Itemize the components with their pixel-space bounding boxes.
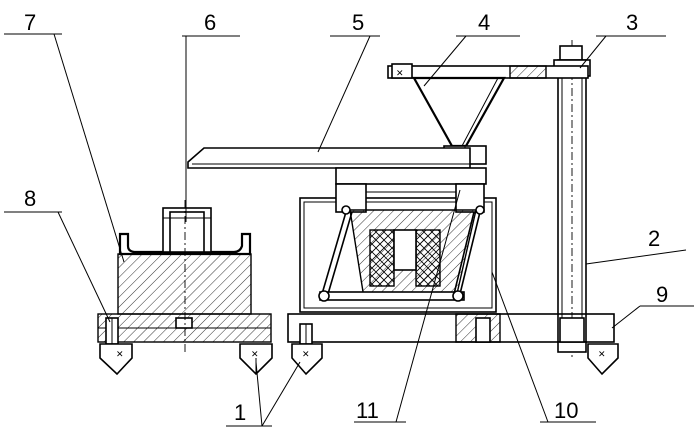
- label-5: 5: [352, 10, 364, 35]
- svg-text:✕: ✕: [302, 350, 310, 360]
- label-7: 7: [24, 10, 36, 35]
- right-base: ✕ ✕: [287, 313, 619, 376]
- column-assembly: [553, 40, 591, 360]
- mould-tray: [118, 232, 252, 256]
- svg-text:✕: ✕: [116, 350, 124, 360]
- chute: [187, 147, 471, 169]
- label-6: 6: [204, 10, 216, 35]
- support-arm: [387, 65, 589, 79]
- mould-body: [117, 253, 252, 315]
- feeder-frame: [299, 197, 497, 313]
- hopper: [412, 76, 506, 148]
- feeder-assembly: [299, 167, 497, 313]
- svg-text:✕: ✕: [396, 69, 404, 79]
- chute-tray: [187, 147, 471, 169]
- callouts: 7 6 5 4 3 8 2 9 1 11 10: [4, 10, 694, 427]
- coil-left: [369, 229, 395, 287]
- bottom-nut: [557, 341, 587, 353]
- left-foot-1: [99, 343, 133, 376]
- label-9: 9: [656, 282, 668, 307]
- label-4: 4: [478, 10, 490, 35]
- svg-text:✕: ✕: [251, 350, 259, 360]
- top-nut: [559, 45, 583, 61]
- coil-right: [415, 229, 441, 287]
- label-3: 3: [626, 10, 638, 35]
- label-10: 10: [554, 398, 578, 423]
- svg-text:✕: ✕: [598, 350, 606, 360]
- right-foot-2: [587, 343, 619, 376]
- left-assembly: ✕ ✕: [97, 200, 273, 376]
- label-8: 8: [24, 186, 36, 211]
- label-2: 2: [648, 226, 660, 251]
- right-foot-1: [291, 343, 323, 376]
- label-1: 1: [234, 400, 246, 425]
- label-11: 11: [356, 398, 379, 423]
